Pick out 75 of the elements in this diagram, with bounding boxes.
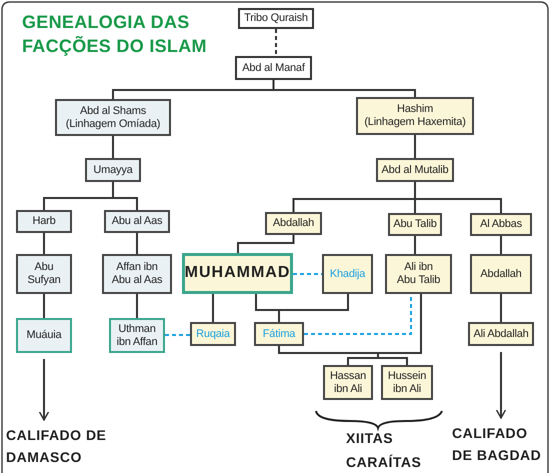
person-box bbox=[388, 213, 442, 236]
person-box bbox=[468, 322, 534, 346]
person-name: Abd al Manaf bbox=[242, 62, 305, 74]
lineage-line bbox=[136, 233, 138, 254]
person-box bbox=[470, 213, 532, 236]
lineage-line bbox=[414, 182, 502, 213]
person-box bbox=[265, 212, 322, 235]
lineage-line bbox=[272, 80, 416, 97]
person-box bbox=[323, 365, 373, 400]
person-name: Affan ibn Abu al Aas bbox=[111, 261, 163, 287]
person-name: Abd al Shams bbox=[80, 104, 146, 118]
lineage-line bbox=[43, 233, 45, 254]
person-box bbox=[254, 322, 304, 346]
group-label: CARAÍTAS bbox=[346, 454, 422, 470]
lineage-line bbox=[212, 294, 214, 322]
person-name: Abd al Mutalib bbox=[382, 164, 448, 176]
caliphate-text: CALIFADO DE DAMASCO bbox=[6, 424, 118, 468]
person-box bbox=[102, 254, 172, 294]
marriage-line bbox=[304, 294, 412, 335]
person-name: Fátima bbox=[262, 328, 296, 340]
person-box bbox=[381, 365, 433, 400]
lineage-line bbox=[500, 236, 502, 254]
person-name: Umayya bbox=[93, 164, 133, 176]
lineage-line bbox=[500, 294, 502, 322]
ancestor-box bbox=[235, 56, 312, 80]
person-box bbox=[385, 254, 452, 294]
lineage-note: (Linhagem Omíada) bbox=[66, 118, 160, 130]
lineage-line bbox=[112, 136, 114, 158]
person-name: Hussein ibn Ali bbox=[387, 370, 427, 396]
person-name: Abdallah bbox=[480, 268, 522, 280]
person-name: Tribo Quraish bbox=[244, 12, 308, 25]
person-name: Hassan ibn Ali bbox=[329, 370, 367, 396]
person-box bbox=[356, 97, 474, 135]
marriage-line bbox=[293, 273, 322, 275]
ancestor-box bbox=[238, 8, 314, 29]
person-box bbox=[322, 254, 373, 294]
person-box bbox=[470, 254, 532, 294]
person-name: Abu Talib bbox=[393, 218, 437, 231]
lineage-line bbox=[278, 294, 349, 322]
person-name: Ruqaia bbox=[196, 328, 230, 340]
person-name: Muáuia bbox=[26, 329, 62, 342]
person-box bbox=[55, 99, 171, 136]
caliph-box bbox=[16, 318, 72, 353]
person-name: MUHAMMAD bbox=[184, 264, 290, 283]
person-box bbox=[16, 210, 72, 233]
title: GENEALOGIA DAS FACÇÕES DO ISLAM bbox=[22, 11, 208, 58]
arrow bbox=[38, 359, 50, 421]
person-name: Abu Sufyan bbox=[27, 261, 61, 287]
person-name: Hashim bbox=[396, 103, 434, 116]
group-label: XIITAS bbox=[346, 430, 394, 446]
person-name: Al Abbas bbox=[480, 218, 522, 231]
person-box bbox=[104, 210, 170, 233]
lineage-line bbox=[237, 235, 294, 253]
marriage-line bbox=[165, 334, 190, 336]
person-name: Ali Abdallah bbox=[473, 328, 529, 340]
person-box bbox=[376, 158, 454, 182]
lineage-line bbox=[414, 135, 416, 158]
person-name: Harb bbox=[32, 215, 56, 228]
lineage-note: (Linhagem Haxemita) bbox=[364, 116, 466, 129]
marriage-line bbox=[275, 29, 277, 56]
caliph-box bbox=[109, 318, 165, 353]
lineage-line bbox=[136, 294, 138, 318]
arrow bbox=[496, 352, 506, 419]
lineage-line bbox=[414, 236, 416, 254]
person-box bbox=[16, 254, 72, 294]
person-name: Uthman ibn Affan bbox=[116, 322, 158, 348]
person-name: Ali ibn Abu Talib bbox=[396, 261, 441, 287]
person-box bbox=[85, 158, 141, 182]
person-name: Abdallah bbox=[272, 217, 314, 230]
person-name: Abu al Aas bbox=[112, 215, 162, 228]
prophet-box bbox=[182, 253, 293, 294]
lineage-line bbox=[43, 294, 45, 318]
person-name: Khadija bbox=[330, 268, 366, 280]
caliphate-text: CALIFADO DE BAGDAD bbox=[452, 422, 550, 466]
person-box bbox=[190, 322, 236, 346]
